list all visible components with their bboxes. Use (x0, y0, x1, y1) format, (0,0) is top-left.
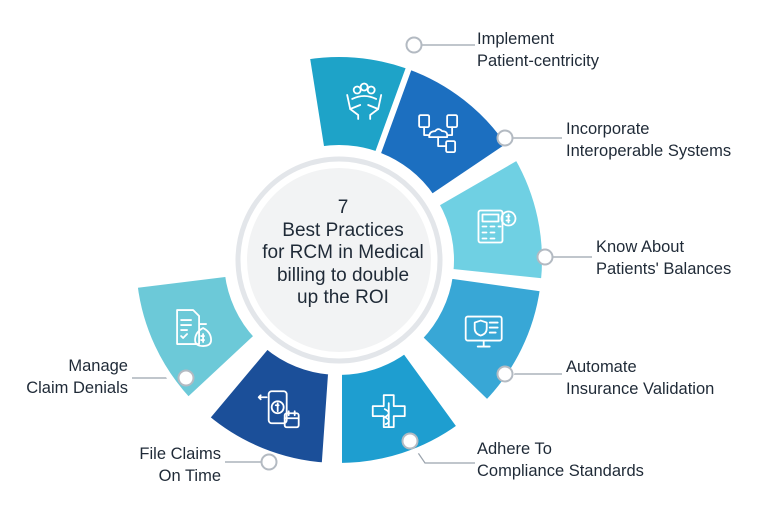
label-line: Compliance Standards (477, 462, 644, 480)
label-line: Interoperable Systems (566, 142, 732, 160)
segment-compliance-standards (336, 347, 464, 469)
label-line: File Claims (139, 445, 221, 463)
practice-label-file-claims: File Claims On Time (139, 443, 221, 487)
connector-dot (405, 36, 423, 54)
center-title-line: billing to double (276, 264, 410, 286)
label-line: Patients' Balances (596, 260, 732, 278)
phone-claim-calendar-icon (257, 390, 300, 429)
label-line: Manage (68, 357, 128, 375)
center-title: 7 Best Practices for RCM in Medical bill… (240, 197, 446, 310)
document-money-bag-icon (176, 309, 212, 347)
hands-people-icon (346, 82, 383, 120)
segment-patients-balances (432, 154, 548, 285)
connector-dot (260, 453, 278, 471)
center-title-line: 7 (337, 197, 349, 218)
center-title-line: Best Practices (282, 219, 404, 241)
label-line: Adhere To (477, 440, 552, 458)
label-line: Automate (566, 358, 637, 376)
connector-dot (496, 365, 514, 383)
practice-label-patient-centricity: Implement Patient-centricity (477, 28, 599, 72)
calculator-dollar-icon (477, 209, 517, 244)
label-line: Patient-centricity (477, 52, 599, 70)
practice-label-interoperable-systems: Incorporate Interoperable Systems (566, 118, 731, 162)
network-cloud-icon (418, 114, 459, 154)
practice-label-claim-denials: Manage Claim Denials (26, 355, 128, 399)
center-title-line: for RCM in Medical (262, 242, 424, 263)
label-line: Know About (596, 238, 685, 256)
label-line: Insurance Validation (566, 380, 715, 398)
label-line: Implement (477, 30, 555, 48)
practice-label-insurance-validation: Automate Insurance Validation (566, 356, 714, 400)
label-line: Incorporate (566, 120, 650, 138)
medical-caduceus-icon (371, 394, 406, 429)
connector-dot (536, 248, 554, 266)
practice-label-patients-balances: Know About Patients' Balances (596, 236, 731, 280)
monitor-shield-icon (464, 315, 503, 348)
label-line: Claim Denials (26, 379, 128, 397)
center-circle (247, 168, 431, 352)
connector-dot (177, 369, 195, 387)
center-title-line: up the ROI (297, 287, 389, 308)
practice-label-compliance-standards: Adhere To Compliance Standards (477, 438, 644, 482)
connector-dot (496, 129, 514, 147)
connector-dot (401, 432, 419, 450)
label-line: On Time (158, 467, 221, 485)
